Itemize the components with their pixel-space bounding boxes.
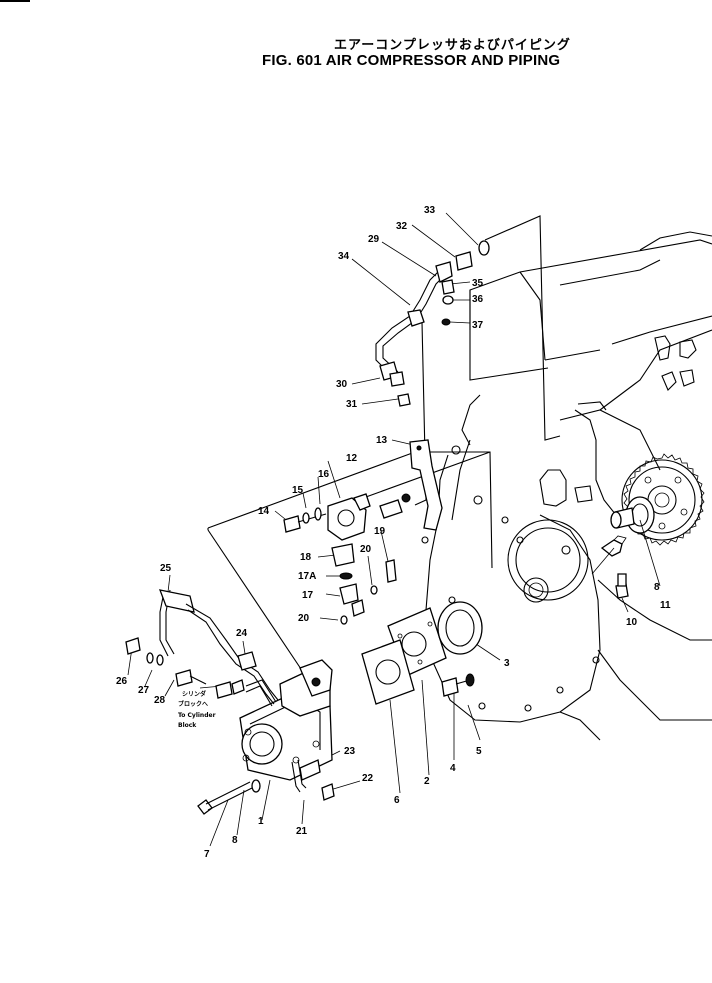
label-29: 29 — [368, 234, 380, 245]
label-33: 33 — [424, 205, 436, 216]
label-34: 34 — [338, 251, 350, 262]
label-25: 25 — [160, 563, 172, 574]
label-8-washer: 8 — [232, 835, 238, 846]
label-1: 1 — [258, 816, 264, 827]
label-32: 32 — [396, 221, 408, 232]
label-15: 15 — [292, 485, 304, 496]
note-en-line2: Block — [178, 722, 197, 729]
air-compressor — [197, 659, 335, 815]
label-22: 22 — [362, 773, 374, 784]
label-4: 4 — [450, 763, 456, 774]
label-23: 23 — [344, 746, 356, 757]
label-2: 2 — [424, 776, 430, 787]
label-20-lower: 20 — [298, 613, 310, 624]
label-3: 3 — [504, 658, 510, 669]
gaskets — [361, 601, 483, 705]
label-11: 11 — [660, 600, 671, 611]
air-pipe — [375, 240, 490, 407]
label-13: 13 — [376, 435, 388, 446]
water-pipe — [125, 589, 279, 707]
label-19: 19 — [374, 526, 386, 537]
figure-title-english: FIG. 601 AIR COMPRESSOR AND PIPING — [262, 52, 561, 69]
label-12: 12 — [346, 453, 358, 464]
label-20-upper: 20 — [360, 544, 372, 555]
label-26: 26 — [116, 676, 128, 687]
bracket — [379, 439, 443, 531]
part-labels: 33 32 29 34 35 36 37 30 31 13 12 16 15 1… — [116, 205, 671, 860]
header-rule — [0, 0, 30, 2]
label-6: 6 — [394, 795, 400, 806]
to-cylinder-block-note: シリンダ ブロックへ To Cylinder Block — [178, 690, 216, 729]
label-31: 31 — [346, 399, 358, 410]
label-16: 16 — [318, 469, 330, 480]
label-24: 24 — [236, 628, 248, 639]
label-27: 27 — [138, 685, 150, 696]
note-jp-line1: シリンダ — [182, 690, 206, 698]
note-en-line1: To Cylinder — [178, 712, 216, 719]
label-8-gear: 8 — [654, 582, 660, 593]
label-5: 5 — [476, 746, 482, 757]
label-28: 28 — [154, 695, 166, 706]
label-30: 30 — [336, 379, 348, 390]
note-jp-line2: ブロックへ — [178, 700, 208, 708]
figure-title-japanese: エアーコンプレッサおよびパイピング — [334, 38, 571, 53]
unloader-valve — [283, 493, 397, 625]
label-37: 37 — [472, 320, 484, 331]
label-10: 10 — [626, 617, 638, 628]
label-35: 35 — [472, 278, 484, 289]
label-18: 18 — [300, 552, 312, 563]
label-21: 21 — [296, 826, 308, 837]
leader-lines — [127, 212, 661, 847]
drive-gear — [600, 453, 705, 599]
label-17A: 17A — [298, 571, 316, 582]
label-14: 14 — [258, 506, 270, 517]
label-36: 36 — [472, 294, 484, 305]
label-7: 7 — [204, 849, 210, 860]
label-17: 17 — [302, 590, 314, 601]
engine-block — [421, 231, 712, 741]
